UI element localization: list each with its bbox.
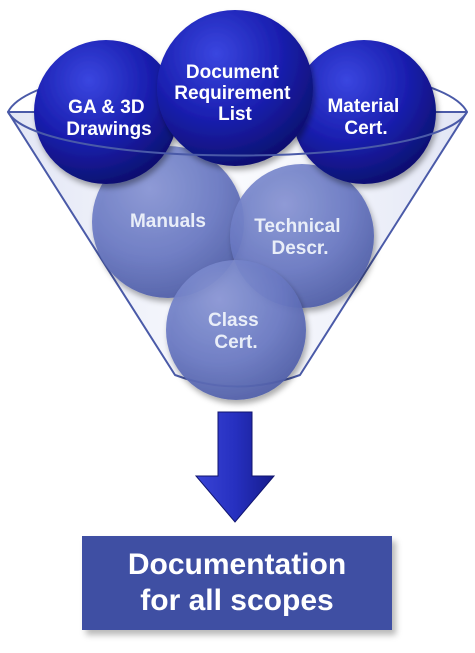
ball-material-cert <box>292 40 436 184</box>
ball-document-requirement-list <box>157 10 313 166</box>
ball-ga-3d-drawings <box>34 40 178 184</box>
label-line: Technical <box>254 216 340 237</box>
label-line: Descr. <box>271 238 328 259</box>
label-line: Material <box>327 96 399 117</box>
down-arrow-icon <box>194 411 276 523</box>
label-line: Cert. <box>214 332 257 353</box>
label-material-cert: Material Cert. <box>327 96 404 139</box>
ball-class-cert <box>166 260 306 400</box>
label-line: GA & 3D <box>68 97 144 118</box>
label-document-requirement-list: Document Requirement List <box>174 62 295 125</box>
label-line: Document <box>186 62 280 83</box>
label-ga-3d-drawings: GA & 3D Drawings <box>66 97 152 140</box>
label-line: Requirement <box>174 83 291 104</box>
label-line: List <box>218 104 252 125</box>
label-class-cert: Class Cert. <box>208 310 264 353</box>
label-line: Manuals <box>130 211 206 232</box>
label-line: Drawings <box>66 119 152 140</box>
result-line-1: Documentation <box>127 548 347 581</box>
result-box: Documentation for all scopes <box>82 536 392 630</box>
label-line: Class <box>208 310 259 331</box>
label-line: Cert. <box>344 118 387 139</box>
result-line-2: for all scopes <box>140 584 334 617</box>
label-manuals: Manuals <box>130 211 206 232</box>
ball-manuals <box>92 146 244 298</box>
funnel-rim-front <box>7 111 468 157</box>
label-technical-descr: Technical Descr. <box>254 216 346 259</box>
